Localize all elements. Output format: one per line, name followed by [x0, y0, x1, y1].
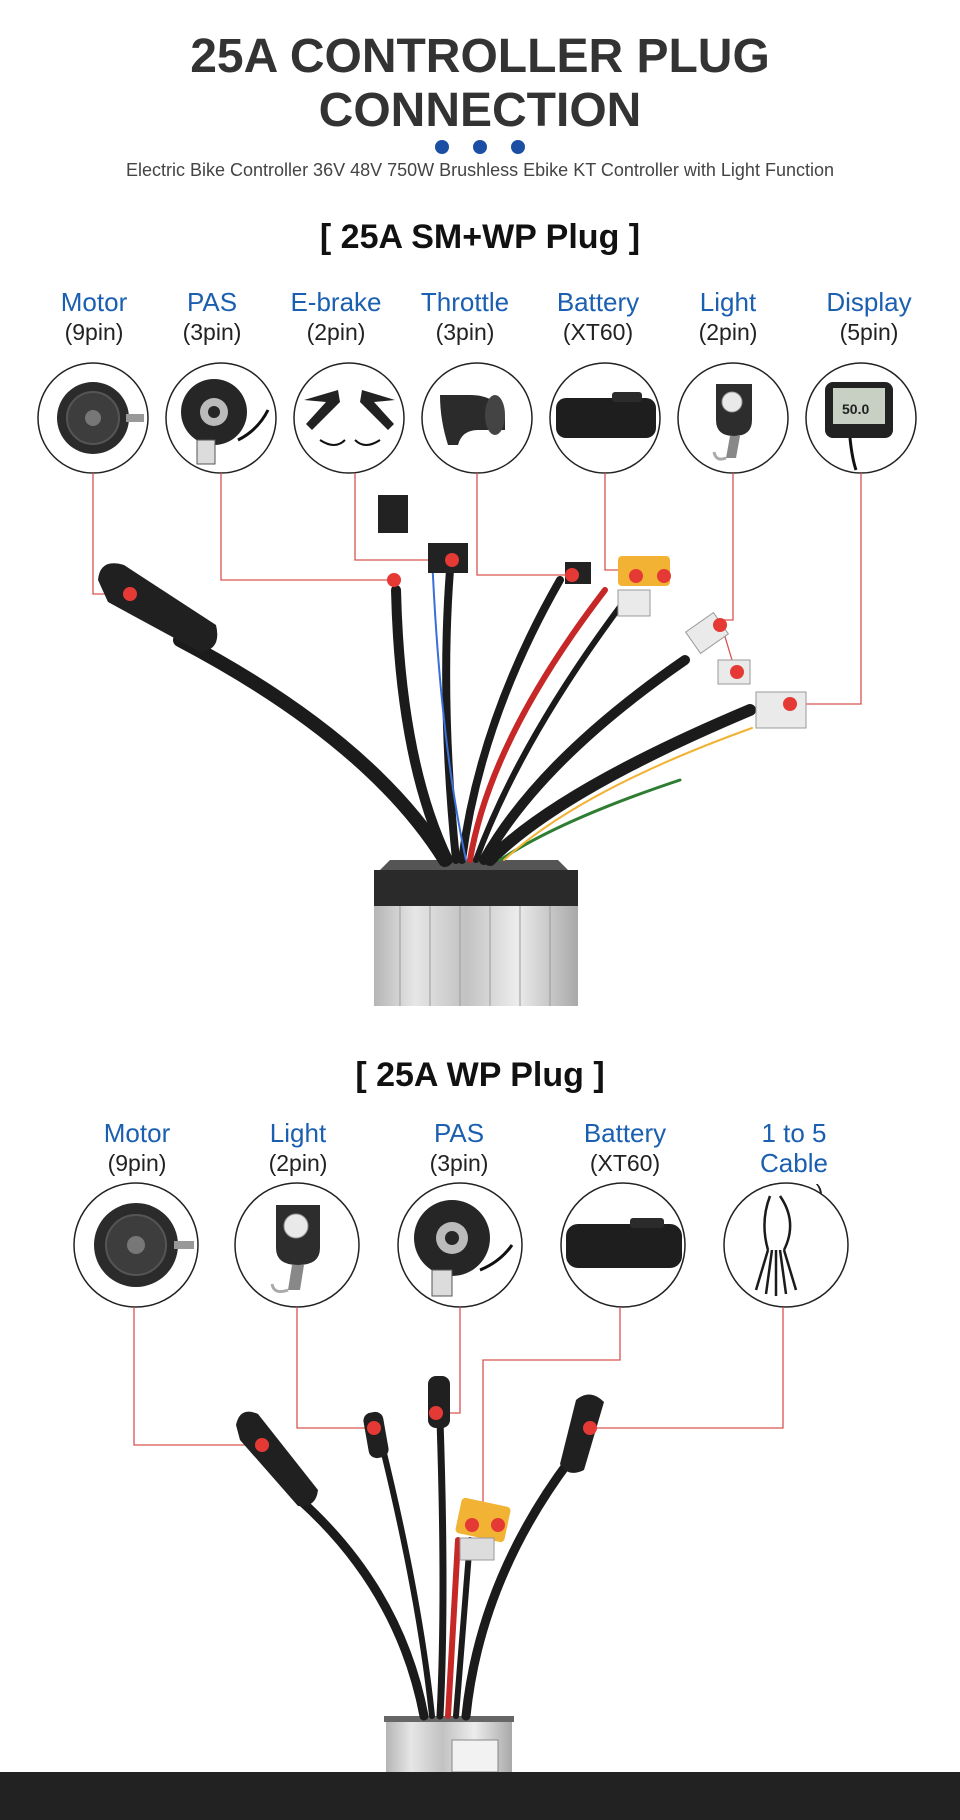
s2-pas-circle	[397, 1182, 523, 1308]
s2-label-pas: PAS(3pin)	[429, 1118, 489, 1176]
section-1-title: [ 25A SM+WP Plug ]	[319, 218, 641, 256]
s2-controller-housing	[384, 1716, 514, 1773]
hub-motor-icon	[57, 382, 144, 454]
headlight-icon	[712, 384, 752, 461]
s1-label-ebrake: E-brake(2pin)	[290, 287, 382, 345]
svg-text:50.0: 50.0	[842, 401, 869, 417]
battery-icon	[566, 1218, 682, 1268]
s1-label-display: Display(5pin)	[826, 287, 912, 345]
throttle-icon	[440, 395, 505, 445]
lcd-display-icon: 50.0	[825, 382, 893, 471]
s2-motor-circle	[73, 1182, 199, 1308]
s2-cable-circle	[723, 1182, 849, 1308]
s1-pas-circle	[165, 362, 277, 474]
s1-cables	[173, 554, 756, 867]
s1-label-light: Light(2pin)	[698, 287, 758, 345]
s1-ebrake-circle	[293, 362, 405, 474]
title-line-1: 25A CONTROLLER PLUG	[190, 30, 770, 83]
s1-label-battery: Battery(XT60)	[556, 287, 640, 345]
hub-motor-icon	[94, 1203, 194, 1287]
headlight-icon	[270, 1205, 320, 1293]
decorative-dots	[0, 140, 960, 159]
s1-controller-housing	[374, 860, 578, 1006]
s1-motor-plug	[98, 563, 218, 652]
s2-battery-circle	[560, 1182, 686, 1308]
xt60-connector	[617, 556, 670, 617]
title-line-2: CONNECTION	[318, 84, 642, 137]
s1-label-motor: Motor(9pin)	[60, 287, 128, 345]
s1-marker-dots	[123, 553, 797, 711]
s2-label-motor: Motor(9pin)	[103, 1118, 171, 1176]
s1-label-throttle: Throttle(3pin)	[420, 287, 510, 345]
pas-sensor-icon	[181, 379, 270, 465]
brake-lever-icon	[304, 390, 395, 446]
s2-label-battery: Battery(XT60)	[583, 1118, 667, 1176]
s2-connectors	[236, 1376, 604, 1561]
s2-light-circle	[234, 1182, 360, 1308]
s2-cables	[295, 1416, 575, 1721]
s1-battery-circle	[549, 362, 661, 474]
page-title: 25A CONTROLLER PLUG CONNECTION	[0, 30, 960, 138]
s1-label-pas: PAS(3pin)	[182, 287, 242, 345]
pas-sensor-icon	[414, 1200, 514, 1297]
s1-display-circle: 50.0	[805, 362, 917, 474]
s1-connectors	[378, 495, 807, 729]
s1-motor-circle	[37, 362, 149, 474]
s2-label-light: Light(2pin)	[268, 1118, 328, 1176]
split-cable-icon	[754, 1195, 798, 1296]
s1-light-circle	[677, 362, 789, 474]
battery-icon	[556, 392, 656, 438]
s1-throttle-circle	[421, 362, 533, 474]
section-2-title: [ 25A WP Plug ]	[355, 1056, 605, 1094]
s2-marker-dots	[255, 1406, 597, 1532]
s2-leader-lines	[133, 1307, 784, 1518]
page-subtitle: Electric Bike Controller 36V 48V 750W Br…	[126, 160, 834, 180]
footer-bar	[0, 1772, 960, 1820]
